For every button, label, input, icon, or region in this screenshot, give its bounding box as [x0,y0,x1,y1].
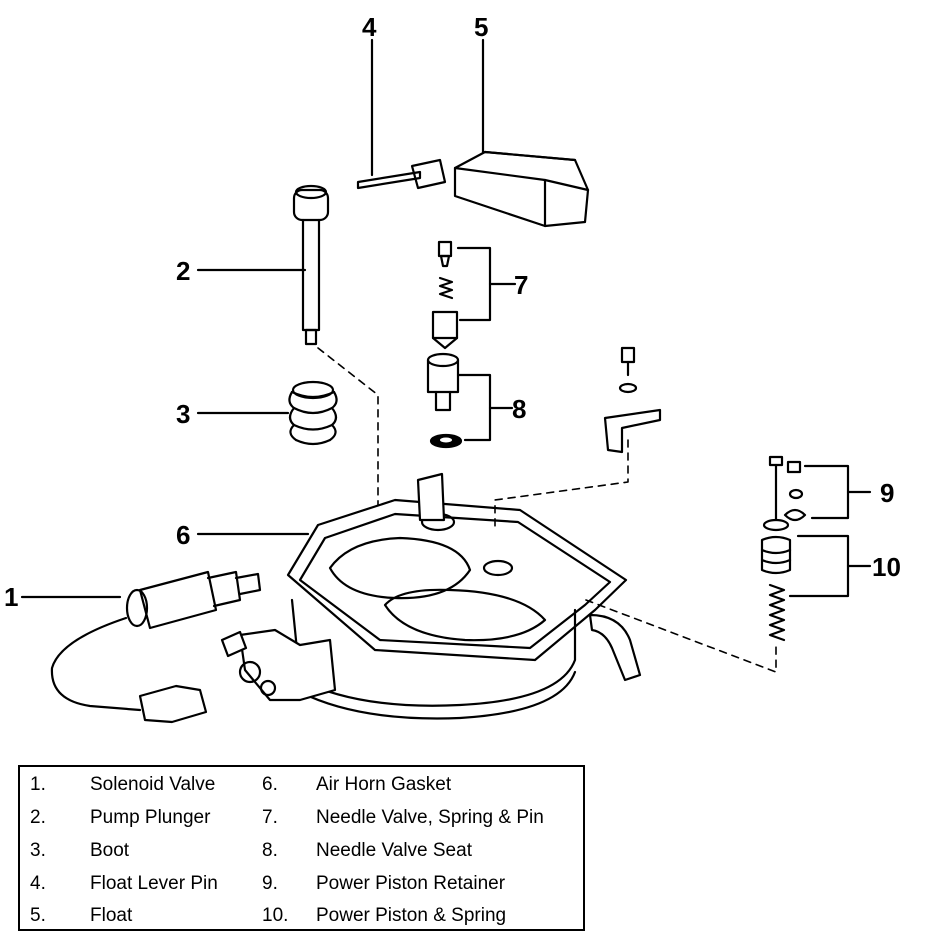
power-piston-and-spring [760,518,872,642]
parts-legend: 1. Solenoid Valve 2. Pump Plunger 3. Boo… [18,765,585,931]
callout-9: 9 [880,478,894,508]
legend-row: 6. Air Horn Gasket [262,769,582,801]
pump-plunger [196,184,330,346]
callout-3: 3 [176,399,190,429]
legend-number: 9. [262,873,278,894]
legend-number: 5. [30,905,46,926]
legend-number: 3. [30,840,46,861]
legend-row: 8. Needle Valve Seat [262,835,582,867]
alignment-lines [317,347,777,673]
legend-label: Power Piston Retainer [316,873,506,894]
legend-label: Needle Valve, Spring & Pin [316,807,544,828]
exploded-carburetor-diagram: 1 2 3 4 5 6 7 8 9 10 [4,12,901,724]
legend-number: 2. [30,807,46,828]
legend-label: Pump Plunger [90,807,211,828]
legend-number: 7. [262,807,278,828]
power-piston-retainer [768,455,872,522]
legend-row: 5. Float [30,900,260,932]
boot [196,380,338,446]
callout-1: 1 [4,582,18,612]
legend-label: Float Lever Pin [90,873,218,894]
float [453,38,590,228]
solenoid-valve [20,570,262,724]
callout-2: 2 [176,256,190,286]
legend-label: Solenoid Valve [90,774,216,795]
callout-7: 7 [514,270,528,300]
legend-label: Air Horn Gasket [316,774,452,795]
legend-row: 1. Solenoid Valve [30,769,260,801]
callout-10: 10 [872,552,901,582]
legend-number: 1. [30,774,46,795]
legend-label: Float [90,905,133,926]
legend-number: 6. [262,774,278,795]
air-horn-body [196,472,642,720]
callout-4: 4 [362,12,377,42]
needle-valve-seat [426,352,514,449]
legend-label: Needle Valve Seat [316,840,472,861]
legend-number: 8. [262,840,278,861]
legend-number: 10. [262,905,289,926]
legend-row: 4. Float Lever Pin [30,868,260,900]
legend-row: 7. Needle Valve, Spring & Pin [262,802,582,834]
callout-5: 5 [474,12,488,42]
callout-6: 6 [176,520,190,550]
bracket-and-screw [603,346,662,454]
legend-row: 3. Boot [30,835,260,867]
legend-label: Boot [90,840,130,861]
legend-row: 10. Power Piston & Spring [262,900,582,932]
needle-valve-spring-pin [431,240,517,350]
legend-row: 9. Power Piston Retainer [262,868,582,900]
legend-label: Power Piston & Spring [316,905,507,926]
legend-number: 4. [30,873,46,894]
float-lever-pin [356,38,447,190]
legend-row: 2. Pump Plunger [30,802,260,834]
callout-8: 8 [512,394,526,424]
